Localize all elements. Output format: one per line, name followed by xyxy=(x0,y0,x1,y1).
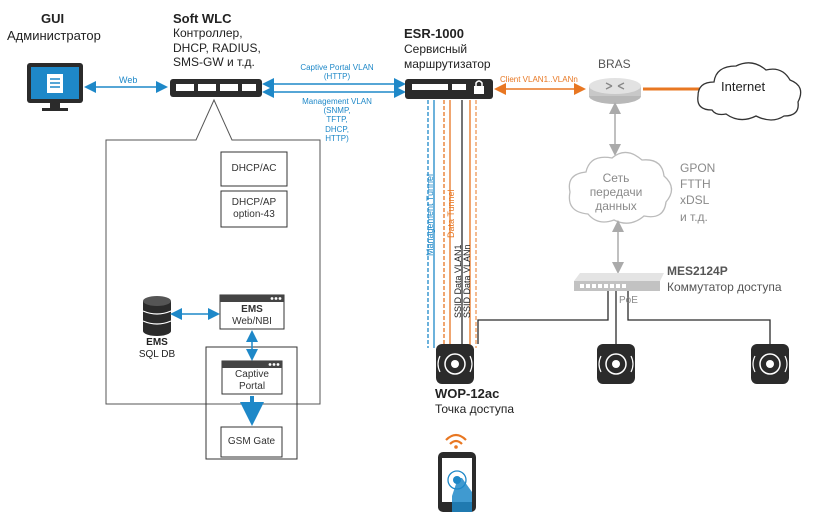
internet-label: Internet xyxy=(721,79,766,94)
ems-web-window xyxy=(219,294,285,330)
soft-wlc-device xyxy=(170,79,262,97)
access-point-icon xyxy=(436,344,474,384)
monitor-icon xyxy=(27,63,83,111)
management-vlan-line2: (SNMP, xyxy=(323,106,351,116)
network-line1: Сеть xyxy=(602,171,630,185)
ems-web-line2: Web/NBI xyxy=(232,315,272,327)
esr-line1: Сервисный xyxy=(404,42,468,56)
dhcp-ap-label: DHCP/AP option-43 xyxy=(221,191,287,227)
network-label: Сеть передачи данных xyxy=(584,171,648,213)
wlc-title: Soft WLC xyxy=(173,11,232,26)
switch-title: MES2124P xyxy=(667,264,728,278)
access-tech-label: GPON FTTH xDSL и т.д. xyxy=(680,160,715,225)
esr-device xyxy=(405,79,493,99)
captive-portal-line2: Portal xyxy=(238,381,266,392)
dhcp-ap-box xyxy=(220,190,288,228)
gsm-gate-text: GSM Gate xyxy=(227,436,276,447)
ssid-vlann-label: SSID Data VLANn xyxy=(462,244,472,318)
ems-web-label: EMS Web/NBI xyxy=(220,302,284,329)
database-icon xyxy=(142,296,172,336)
access-point-icon xyxy=(597,344,635,384)
gui-title: GUI xyxy=(41,11,65,26)
access-tech-line2: FTTH xyxy=(680,177,711,192)
wlc-callout xyxy=(105,98,321,405)
management-vlan-line5: HTTP) xyxy=(325,133,349,143)
captive-portal-window xyxy=(221,360,283,395)
management-vlan-line1: Management VLAN xyxy=(302,97,372,106)
management-vlan-line4: DHCP, xyxy=(325,124,349,134)
dhcp-ac-text: DHCP/AC xyxy=(231,163,277,174)
gsm-gate-box xyxy=(220,426,283,458)
esr-line2: маршрутизатор xyxy=(404,57,491,71)
management-vlan-label: Management VLAN (SNMP, TFTP, DHCP, HTTP) xyxy=(290,97,384,143)
esr-title: ESR-1000 xyxy=(404,26,464,41)
ems-web-line1: EMS xyxy=(241,303,263,315)
dhcp-ap-line2: option-43 xyxy=(233,209,275,220)
wop-title: WOP-12ac xyxy=(435,386,500,401)
wlc-line3: SMS-GW и т.д. xyxy=(173,55,255,69)
access-tech-line3: xDSL xyxy=(680,193,710,208)
access-tech-line1: GPON xyxy=(680,161,716,175)
dhcp-ac-label: DHCP/AC xyxy=(221,152,287,186)
network-line3: данных xyxy=(595,198,637,213)
ems-db-line2: SQL DB xyxy=(138,348,176,360)
captive-vlan-line1: Captive Portal VLAN xyxy=(300,63,374,72)
captive-vlan-line2: (HTTP) xyxy=(323,72,351,82)
ems-db-line1: EMS xyxy=(146,337,168,348)
client-vlan-label: Client VLAN1..VLANn xyxy=(500,75,578,84)
cloud-icon xyxy=(697,62,802,121)
switch-ap3-link xyxy=(627,291,771,344)
poe-label: PoE xyxy=(619,295,638,306)
captive-portal-line1: Captive xyxy=(235,369,269,380)
switch-device xyxy=(574,273,664,291)
wop-subtitle: Точка доступа xyxy=(435,402,515,416)
wifi-icon xyxy=(445,433,467,449)
captive-vlan-label: Captive Portal VLAN (HTTP) xyxy=(287,63,387,81)
gsm-gate-label: GSM Gate xyxy=(221,427,282,457)
management-vlan-line3: TFTP, xyxy=(326,115,348,125)
lock-icon xyxy=(474,80,484,94)
network-line2: передачи xyxy=(589,184,643,199)
wlc-line2: DHCP, RADIUS, xyxy=(173,41,261,55)
web-link-label: Web xyxy=(119,75,138,85)
access-tech-line4: и т.д. xyxy=(680,209,708,224)
management-tunnel-label: Management Tunnel xyxy=(425,173,435,256)
captive-portal-label: Captive Portal xyxy=(222,368,282,394)
access-point-icon xyxy=(751,344,789,384)
switch-subtitle: Коммутатор доступа xyxy=(667,280,782,294)
smartphone-icon xyxy=(438,452,476,512)
dhcp-ac-box xyxy=(220,151,288,187)
router-icon xyxy=(589,78,641,104)
wlc-line1: Контроллер, xyxy=(173,26,243,40)
dhcp-ap-line1: DHCP/AP xyxy=(231,197,277,208)
cloud-icon xyxy=(568,151,673,224)
bras-title: BRAS xyxy=(598,57,631,71)
ems-db-label: EMS SQL DB xyxy=(133,337,181,360)
gui-subtitle: Администратор xyxy=(7,28,101,43)
data-tunnel-label: Data Tunnel xyxy=(446,189,456,238)
switch-ap1-link xyxy=(477,291,609,344)
